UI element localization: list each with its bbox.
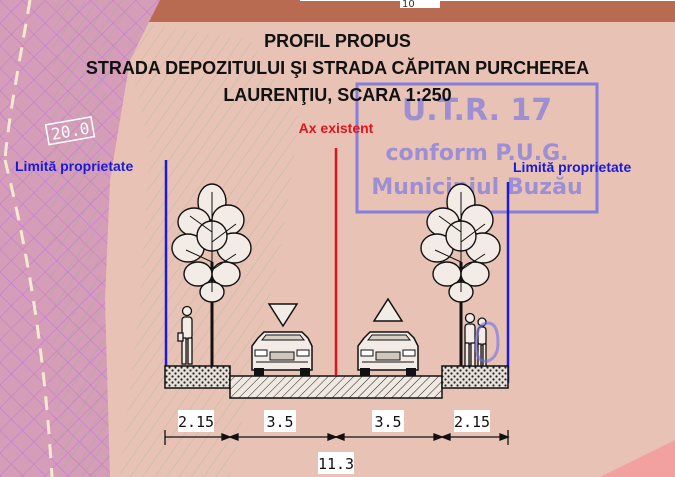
tree-right-icon [420, 183, 501, 366]
stamp-conform: conform P.U.G. [385, 141, 568, 166]
roadway [229, 375, 443, 399]
existing-axis-label: Ax existent [299, 120, 374, 136]
title-line-2: STRADA DEPOZITULUI ŞI STRADA CĂPITAN PUR… [85, 58, 590, 78]
dimension-lines [164, 430, 510, 445]
stamp-municipiu: Municipiul Buzău [371, 175, 582, 200]
car-left-icon [251, 331, 313, 376]
property-limit-right-label: Limită proprietate [513, 159, 631, 175]
title-line-3: LAURENŢIU, SCARA 1:250 [223, 85, 452, 105]
sidewalk-left [164, 365, 231, 389]
title-line-1: PROFIL PROPUS [264, 31, 411, 51]
stamp-utr: U.T.R. 17 [402, 93, 552, 128]
car-right-icon [357, 331, 419, 376]
dimension-total: 11.3 [318, 455, 354, 473]
direction-down-icon [267, 303, 299, 328]
utr-stamp: U.T.R. 17 conform P.U.G. Municipiul Buză… [355, 82, 599, 214]
top-map-label: 10 [402, 0, 415, 10]
dimension-lane-left: 3.5 [266, 413, 293, 431]
map-label-box: 20.0 [44, 116, 96, 146]
tree-left-icon [171, 183, 252, 366]
direction-up-icon [372, 297, 404, 322]
dimension-sidewalk-right: 2.15 [454, 413, 490, 431]
dimension-lane-right: 3.5 [374, 413, 401, 431]
dimension-sidewalk-left: 2.15 [178, 413, 214, 431]
dimension-labels: 2.15 3.5 3.5 2.15 11.3 [178, 410, 490, 474]
sidewalk-right [441, 365, 509, 389]
pedestrians-right-icon [464, 312, 500, 367]
property-limit-left-label: Limită proprietate [15, 158, 133, 174]
pedestrian-left-icon [177, 305, 193, 365]
